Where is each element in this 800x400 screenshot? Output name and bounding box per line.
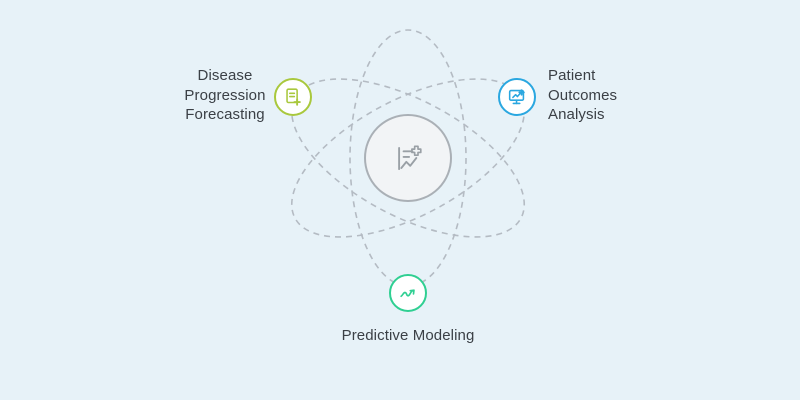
orbit-vertical <box>349 29 467 287</box>
node-predictive-modeling <box>389 274 427 312</box>
trend-chart-icon <box>397 282 419 304</box>
node-label-disease-progression-forecasting: Disease Progression Forecasting <box>184 67 266 123</box>
node-label-patient-outcomes-analysis: Patient Outcomes Analysis <box>548 67 618 123</box>
medical-document-plus-icon <box>282 86 304 108</box>
center-hub <box>364 114 452 202</box>
monitor-plus-icon <box>506 86 528 108</box>
analytics-report-plus-icon <box>388 138 428 178</box>
node-disease-progression-forecasting <box>274 78 312 116</box>
node-label-predictive-modeling: Predictive Modeling <box>341 327 475 344</box>
node-patient-outcomes-analysis <box>498 78 536 116</box>
